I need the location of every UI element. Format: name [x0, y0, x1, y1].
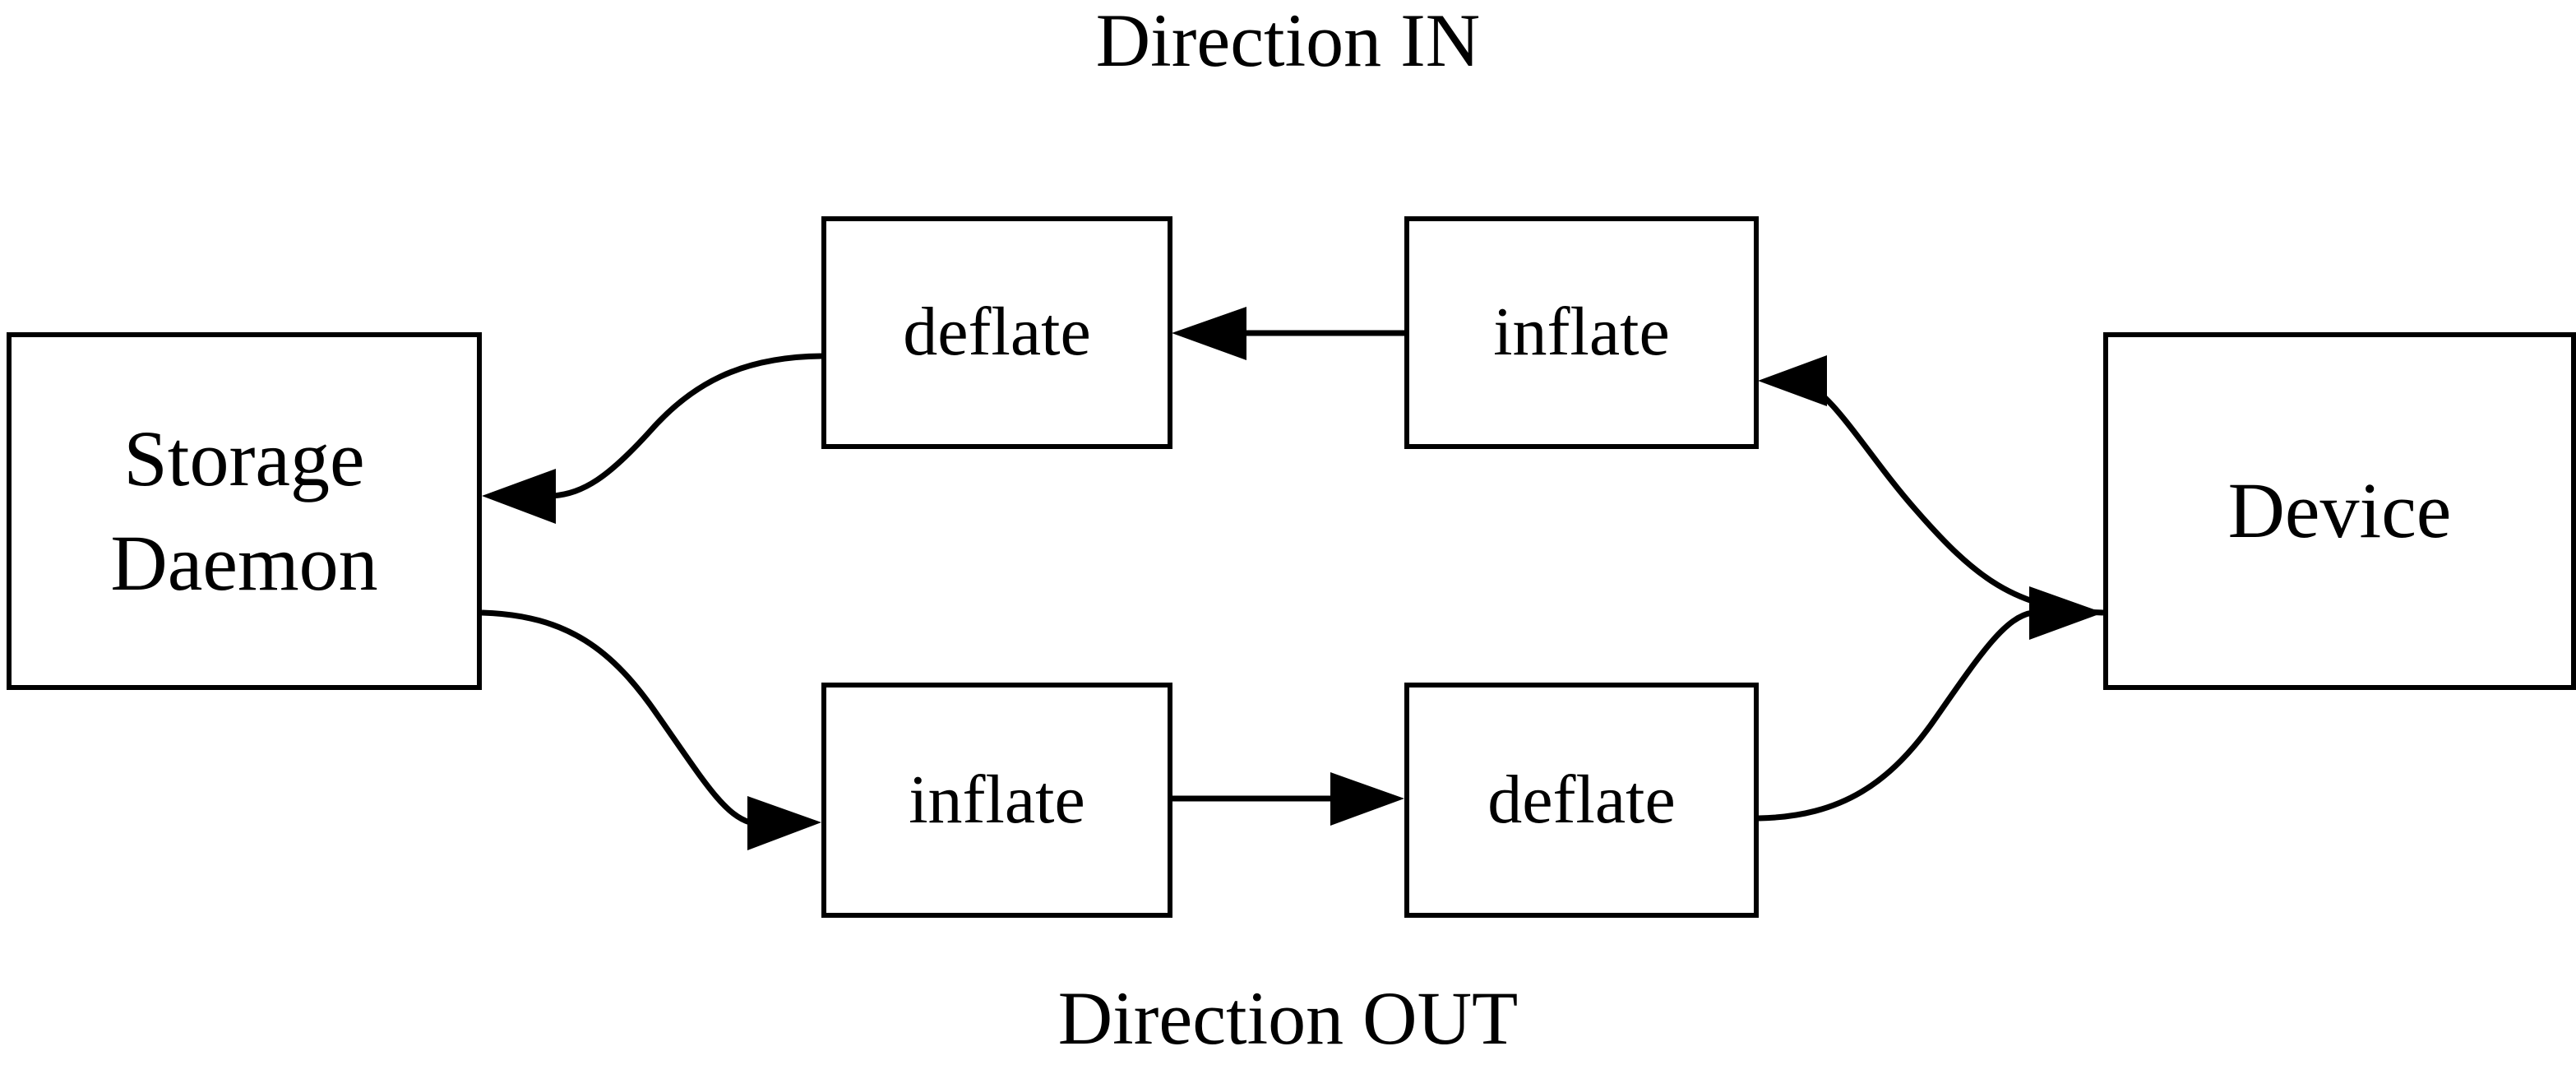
direction-out-caption: Direction OUT — [1057, 976, 1519, 1060]
edge-deflate-in-to-storage-daemon — [482, 353, 822, 524]
node-inflate-out[interactable]: inflate — [821, 683, 1172, 918]
edge-deflate-out-to-device — [1758, 586, 2103, 822]
node-inflate-in-label: inflate — [1493, 294, 1670, 371]
edge-inflate-out-to-deflate-out — [1172, 772, 1404, 826]
node-device-label: Device — [2227, 466, 2452, 555]
node-inflate-in[interactable]: inflate — [1404, 216, 1759, 449]
node-deflate-out-label: deflate — [1487, 761, 1676, 838]
node-inflate-out-label: inflate — [909, 761, 1085, 838]
direction-in-caption: Direction IN — [1095, 0, 1481, 82]
node-deflate-in-label: deflate — [903, 294, 1091, 371]
edge-storage-daemon-to-inflate-out — [481, 609, 821, 850]
arrow-head-left — [482, 469, 556, 524]
arrow-head-right — [1330, 772, 1404, 826]
edge-inflate-in-to-deflate-in — [1172, 307, 1404, 360]
node-deflate-out[interactable]: deflate — [1404, 683, 1759, 918]
arrow-head-right — [747, 796, 821, 850]
arrow-head-left — [1172, 307, 1246, 360]
node-device[interactable]: Device — [2103, 332, 2576, 690]
node-storage-daemon-label-line1: Storage — [123, 414, 365, 502]
node-storage-daemon[interactable]: Storage Daemon — [7, 332, 482, 690]
arrow-head-left — [1758, 355, 1827, 406]
node-deflate-in[interactable]: deflate — [821, 216, 1172, 449]
edge-device-to-inflate-in — [1758, 355, 2104, 616]
node-storage-daemon-label-line2: Daemon — [110, 518, 378, 607]
arrow-head-right — [2029, 586, 2103, 640]
